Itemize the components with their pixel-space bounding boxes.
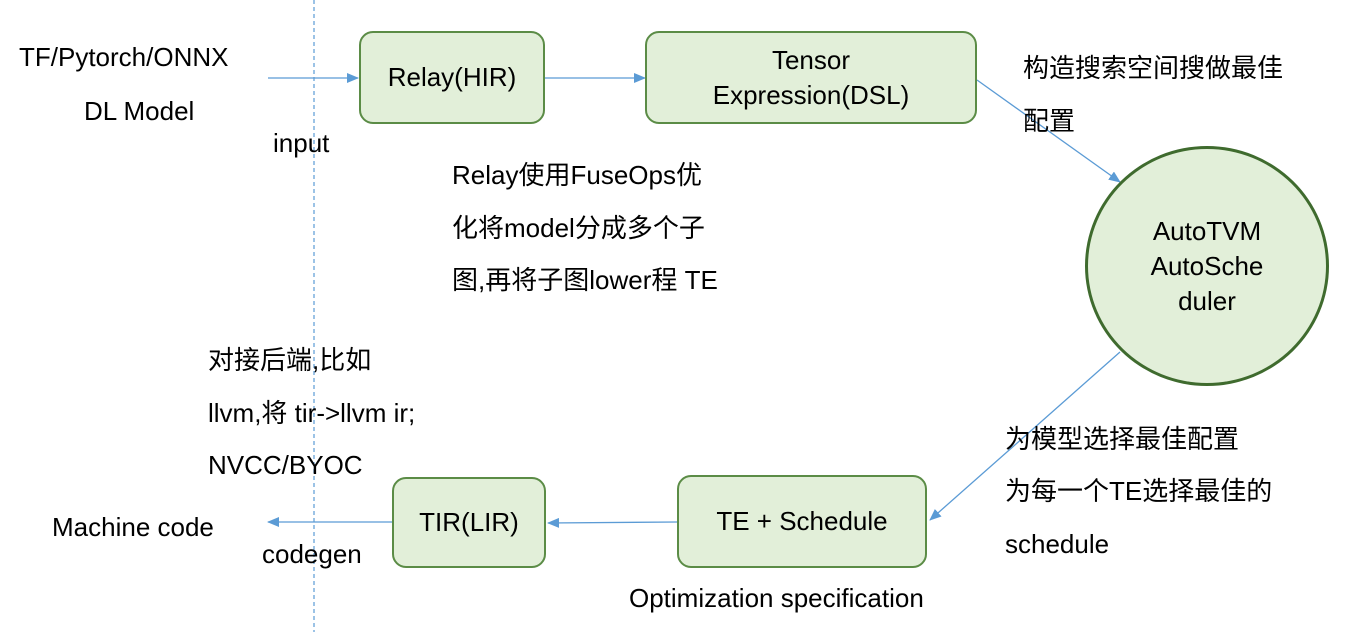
tensor-expression-label-line1: Tensor [771, 44, 851, 75]
backend-note-line3: NVCC/BYOC [208, 450, 363, 480]
te-schedule-label: TE + Schedule [716, 506, 888, 536]
input-label-line1: TF/Pytorch/ONNX [19, 42, 229, 72]
codegen-label: codegen [262, 539, 362, 569]
relay-note-line1: Relay使用FuseOps优 [452, 160, 702, 190]
tensor-expression-label-line2: Expression(DSL) [712, 79, 910, 110]
input-label-line2: DL Model [84, 96, 195, 126]
relay-note-line3: 图,再将子图lower程 TE [452, 265, 718, 295]
te-schedule-node: TE + Schedule [677, 475, 927, 568]
autotvm-label-line2: AutoSche [1150, 250, 1264, 281]
tensor-expression-node: Tensor Expression(DSL) [645, 31, 977, 124]
autotvm-label-line1: AutoTVM [1152, 215, 1262, 246]
autotvm-node: AutoTVM AutoSche duler [1085, 146, 1329, 386]
autotvm-label-line3: duler [1178, 285, 1236, 316]
relay-node-label: Relay(HIR) [387, 62, 517, 92]
te-to-autotvm-arrow [976, 79, 1121, 183]
config-note-line3: schedule [1005, 529, 1110, 559]
tir-label: TIR(LIR) [419, 507, 519, 537]
te-schedule-caption: Optimization specification [629, 583, 924, 613]
tir-node: TIR(LIR) [392, 477, 546, 568]
input-edge-label: input [273, 128, 330, 158]
autotvm-to-schedule-arrow [929, 351, 1121, 521]
relay-node: Relay(HIR) [359, 31, 545, 124]
config-note-line1: 为模型选择最佳配置 [1005, 424, 1240, 454]
search-note-line1: 构造搜索空间搜做最佳 [1023, 53, 1284, 83]
backend-note-line2: llvm,将 tir->llvm ir; [208, 398, 416, 428]
search-note-line2: 配置 [1023, 106, 1076, 136]
backend-note-line1: 对接后端,比如 [208, 345, 372, 375]
config-note-line2: 为每一个TE选择最佳的 [1005, 476, 1273, 506]
machine-code-label: Machine code [52, 512, 214, 542]
schedule-to-tir-arrow [547, 517, 678, 528]
relay-note-line2: 化将model分成多个子 [452, 213, 705, 243]
